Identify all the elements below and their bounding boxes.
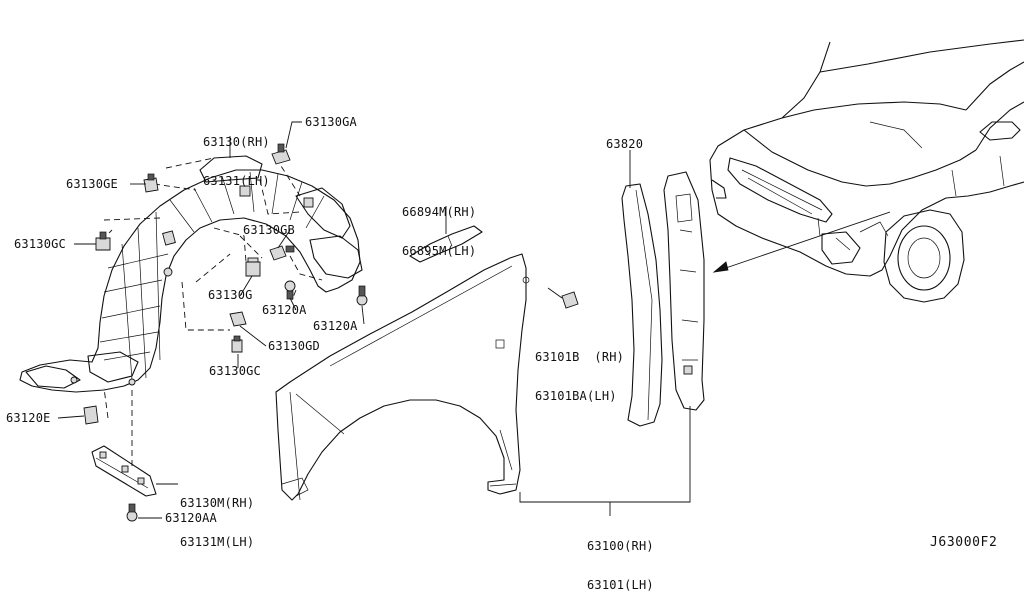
- vehicle-sketch: [709, 39, 1024, 303]
- callout-inner-fender-rh: 63130(RH): [203, 135, 270, 149]
- callout-63130g: 63130G: [208, 288, 253, 302]
- fender-seal-63820: [621, 183, 663, 427]
- callout-bracket-rh: 66894M(RH): [402, 205, 477, 219]
- callout-63120aa: 63120AA: [165, 511, 217, 525]
- callout-inner-fender-lh: 63131(LH): [203, 174, 270, 188]
- fender-protector-strip: [663, 171, 705, 411]
- callout-63101b: 63101B (RH) 63101BA(LH): [535, 325, 624, 416]
- clip-63130gc-left: [95, 231, 111, 251]
- front-fender-panel: [275, 253, 530, 501]
- callout-63130gd: 63130GD: [268, 339, 320, 353]
- clip-guide-lines: [101, 157, 323, 470]
- inner-fender-liner: [19, 155, 363, 393]
- clip-63130ga: [271, 143, 291, 165]
- fender-bracket: [409, 225, 483, 263]
- callout-front-fender-lh: 63101(LH): [587, 578, 654, 592]
- callout-63120a-mid: 63120A: [262, 303, 307, 317]
- bolt-63120e: [83, 405, 99, 425]
- callout-mud-guard-rh: 63130M(RH): [180, 496, 255, 510]
- callout-63820: 63820: [606, 137, 644, 151]
- bolt-63120a-mid: [284, 280, 296, 300]
- callout-63130gb: 63130GB: [243, 223, 295, 237]
- callout-63130gc-left: 63130GC: [14, 237, 66, 251]
- callout-63101b-rh: 63101B (RH): [535, 350, 625, 364]
- callout-front-fender-rh: 63100(RH): [587, 539, 654, 553]
- clip-63130gd: [229, 311, 247, 327]
- diagram-reference-code: J63000F2: [930, 535, 998, 550]
- bolt-63120a-right: [356, 285, 368, 306]
- callout-bracket-lh: 66895M(LH): [402, 244, 477, 258]
- callout-bracket: 66894M(RH) 66895M(LH): [402, 180, 476, 271]
- callout-63130ge: 63130GE: [66, 177, 118, 191]
- callout-63120a-right: 63120A: [313, 319, 358, 333]
- diagram-drawing: [19, 39, 1024, 522]
- clip-63130g: [245, 261, 261, 277]
- clip-63130gb: [269, 245, 295, 261]
- clip-63130ge: [143, 173, 159, 193]
- callout-63101b-lh: 63101BA(LH): [535, 389, 617, 403]
- clip-63130gc-bottom: [231, 335, 243, 353]
- callout-63120e: 63120E: [6, 411, 51, 425]
- mud-guard-part: [91, 445, 157, 497]
- bolt-63101b: [547, 287, 579, 309]
- parts-diagram: 63130(RH) 63131(LH) 63130GA 63130GE 6313…: [6, 39, 1024, 592]
- callout-mud-guard-lh: 63131M(LH): [180, 535, 255, 549]
- location-arrow: [712, 211, 891, 273]
- bolt-63120aa: [126, 503, 138, 522]
- callout-inner-fender: 63130(RH) 63131(LH): [203, 110, 270, 201]
- leader-lines: [57, 121, 691, 519]
- callout-63130gc-bottom: 63130GC: [209, 364, 261, 378]
- callout-mud-guard: 63130M(RH) 63131M(LH): [180, 471, 254, 562]
- callout-63130ga: 63130GA: [305, 115, 357, 129]
